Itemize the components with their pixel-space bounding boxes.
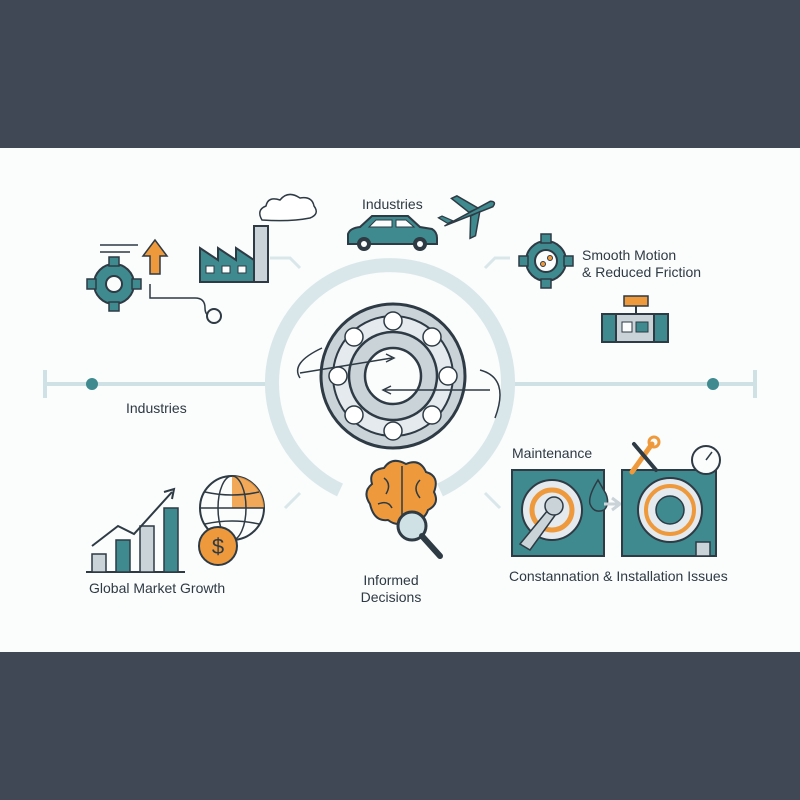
arrow-up-icon	[100, 238, 222, 324]
gear-icon	[86, 256, 142, 312]
wrench-icon	[511, 469, 605, 557]
top-dark-band	[0, 0, 800, 148]
industries-top-label: Industries	[362, 196, 423, 212]
brain-icon	[365, 459, 437, 525]
machine-icon	[601, 295, 669, 343]
gear-icon	[518, 233, 574, 289]
smooth-motion-label-line2: & Reduced Friction	[582, 264, 702, 280]
oil-drop-icon	[588, 478, 623, 512]
infographic-panel: $	[0, 148, 800, 652]
maintenance-label: Maintenance	[512, 445, 593, 461]
global-market-growth-label: Global Market Growth	[89, 580, 226, 596]
industries-left-label: Industries	[126, 400, 187, 416]
factory-icon	[199, 225, 269, 283]
issues-label: Constannation & Installation Issues	[509, 568, 728, 584]
central-ring	[265, 256, 515, 510]
pressure-gauge-icon	[621, 445, 721, 557]
infographic-art: $	[43, 193, 757, 573]
informed-decisions-label-line2: Decisions	[360, 589, 422, 605]
magnifier-icon	[396, 510, 443, 559]
tools-icon	[629, 435, 661, 475]
informed-decisions-label-line1: Informed	[363, 572, 419, 588]
airplane-icon	[437, 195, 496, 240]
globe-icon	[199, 475, 265, 541]
dollar-coin-icon: $	[198, 526, 238, 566]
bearing-icon	[296, 302, 501, 450]
car-icon	[347, 215, 438, 251]
svg-text:$: $	[212, 534, 224, 559]
horizontal-connector	[43, 370, 757, 398]
bar-chart-icon	[86, 487, 185, 573]
smoke-icon	[259, 193, 317, 222]
bottom-dark-band	[0, 652, 800, 800]
smooth-motion-label-line1: Smooth Motion	[582, 247, 677, 263]
